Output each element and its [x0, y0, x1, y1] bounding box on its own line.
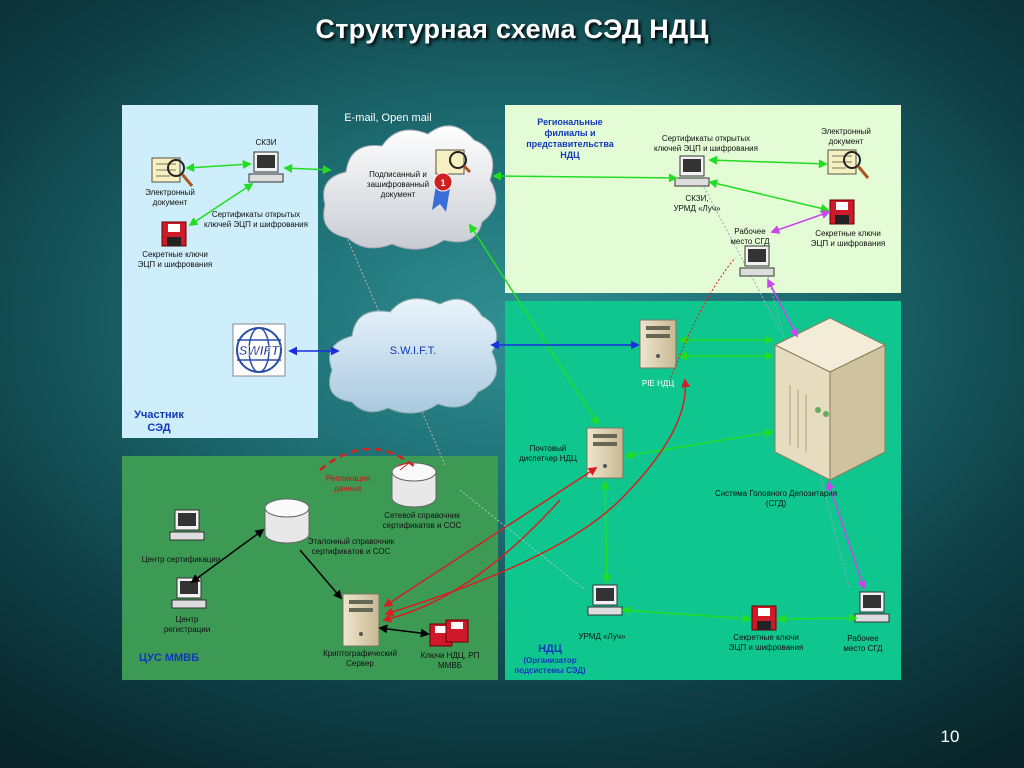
- email-cloud-inner-label: Подписанный и зашифрованный документ: [366, 170, 430, 199]
- regional-certs-label: Сертификаты открытых ключей ЭЦП и шифров…: [654, 134, 758, 153]
- participant-header: Участник СЭД: [134, 409, 184, 434]
- page-number: 10: [940, 727, 960, 746]
- cus-panel: [122, 456, 498, 680]
- participant-certs-label: Сертификаты открытых ключей ЭЦП и шифров…: [204, 210, 308, 229]
- swift-cloud-caption: S.W.I.F.T.: [389, 345, 437, 357]
- email-cloud-caption: E-mail, Open mail: [344, 112, 432, 124]
- ndc-header: НДЦ: [538, 643, 562, 655]
- urmd-label: УРМД «Луч»: [578, 632, 626, 641]
- mail-dispatcher-label: Почтовый диспетчер НДЦ: [519, 444, 577, 463]
- cert-center-label: Центр сертификации: [141, 555, 221, 564]
- seal-number: 1: [440, 178, 445, 188]
- crypto-server-label: Криптографический Сервер: [323, 649, 397, 668]
- regional-secret-keys-label: Секретные ключи ЭЦП и шифрования: [810, 229, 886, 248]
- keys-label: Ключи НДЦ, РП ММВБ: [420, 651, 480, 670]
- dotted-line: [334, 209, 446, 466]
- depository-label: Система Головного Депозитария (СГД): [714, 489, 838, 508]
- regional-skzi-label: СКЗИ, УРМД «Луч»: [673, 194, 721, 213]
- regional-workstation-label: Рабочее место СГД: [730, 227, 770, 246]
- ndc-workstation-label: Рабочее место СГД: [843, 634, 883, 653]
- network-reference-label: Сетевой справочник сертификатов и СОС: [382, 511, 462, 530]
- pie-label: PIE НДЦ: [641, 379, 675, 388]
- master-reference-label: Эталонный справочник сертификатов и СОС: [307, 537, 395, 556]
- ndc-subheader: (Организатор подсистемы СЭД): [514, 656, 586, 675]
- reg-center-label: Центр регистрации: [163, 615, 211, 634]
- participant-secret-keys-label: Секретные ключи ЭЦП и шифрования: [137, 250, 213, 269]
- participant-document-label: Электронный документ: [145, 188, 195, 207]
- replication-label: Репликация данных: [325, 474, 371, 493]
- page-title: Структурная схема СЭД НДЦ: [315, 14, 709, 44]
- ndc-secret-keys-label: Секретные ключи ЭЦП и шифрования: [728, 633, 804, 652]
- participant-panel: [122, 105, 318, 438]
- regional-header: Региональные филиалы и представительства…: [526, 117, 614, 160]
- participant-skzi-label: СКЗИ: [255, 138, 277, 147]
- cus-header: ЦУС ММВБ: [138, 652, 200, 664]
- regional-document-label: Электронный документ: [821, 127, 871, 146]
